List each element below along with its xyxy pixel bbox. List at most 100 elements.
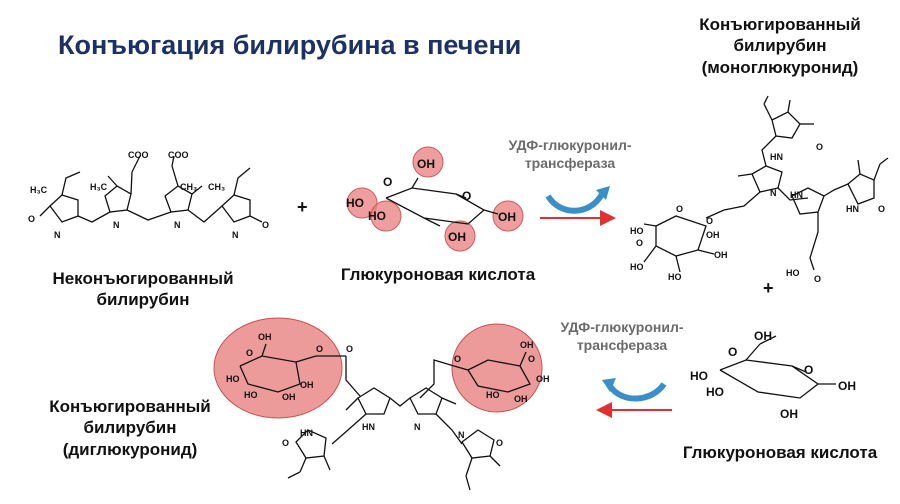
svg-text:HO: HO xyxy=(244,390,258,400)
curved-arrow-head xyxy=(602,378,616,392)
svg-text:OH: OH xyxy=(282,392,296,402)
highlight-circle xyxy=(370,200,402,232)
svg-text:O: O xyxy=(816,142,823,152)
svg-text:OH: OH xyxy=(520,340,534,350)
svg-text:HO: HO xyxy=(368,209,386,223)
plus-sign: + xyxy=(763,278,774,298)
svg-text:N: N xyxy=(113,220,120,230)
svg-text:OH: OH xyxy=(780,407,798,421)
glucuronic-acid-labels-top: OH O HO HO O OH OH xyxy=(346,157,516,244)
enzyme-label-top: УДФ-глюкуронил- трансфераза xyxy=(500,136,640,172)
svg-text:N: N xyxy=(54,230,61,240)
svg-text:CH₃: CH₃ xyxy=(180,182,197,192)
svg-text:COO: COO xyxy=(128,150,149,160)
highlight-circles-top xyxy=(346,146,524,252)
pyrrole-ring xyxy=(791,187,825,215)
svg-text:H₃C: H₃C xyxy=(30,185,48,195)
svg-text:OH: OH xyxy=(258,332,272,342)
svg-text:H₃C: H₃C xyxy=(90,182,108,192)
svg-text:O: O xyxy=(282,438,289,448)
label-diglucuronide: Конъюгированный билирубин (диглюкуронид) xyxy=(20,396,240,460)
highlight-ellipse-left xyxy=(213,317,343,419)
unconjugated-bilirubin-labels: H₃C H₃C COO COO CH₃ CH₃ O O N N N N xyxy=(28,150,269,240)
curved-arrow-bottom xyxy=(607,382,667,402)
svg-text:HO: HO xyxy=(226,374,240,384)
highlight-ellipse-right xyxy=(451,323,543,413)
svg-text:HO: HO xyxy=(690,369,708,383)
label-line: Конъюгированный xyxy=(699,15,861,34)
svg-text:N: N xyxy=(770,188,777,198)
pyrrole-ring xyxy=(357,387,391,415)
svg-text:OH: OH xyxy=(536,374,550,384)
svg-text:O: O xyxy=(636,238,643,248)
svg-text:O: O xyxy=(28,214,35,224)
svg-text:N: N xyxy=(174,220,181,230)
highlight-circle xyxy=(412,146,444,178)
diglucuronide-structure xyxy=(239,343,531,491)
svg-text:HO: HO xyxy=(706,385,724,399)
monoglucuronide-labels: HN O N HN HN O O O HO O HO HO OH OH HO O xyxy=(630,142,885,284)
curved-arrow-head xyxy=(596,186,610,200)
label-monoglucuronide: Конъюгированный билирубин (моноглюкурони… xyxy=(680,14,880,78)
label-line: Неконъюгированный xyxy=(52,269,234,288)
curved-arrow-top xyxy=(545,192,605,214)
pyrrole-ring xyxy=(49,194,79,223)
svg-text:OH: OH xyxy=(754,329,772,343)
enzyme-label-bottom: УДФ-глюкуронил- трансфераза xyxy=(552,318,692,354)
svg-text:N: N xyxy=(458,430,465,440)
svg-text:HO: HO xyxy=(486,390,500,400)
svg-text:HO: HO xyxy=(668,272,682,282)
svg-text:HO: HO xyxy=(786,268,800,278)
label-line: Конъюгированный xyxy=(49,397,211,416)
unconjugated-bilirubin-structure xyxy=(39,155,263,223)
svg-text:HN: HN xyxy=(770,152,783,162)
pyrrole-ring xyxy=(164,185,193,213)
svg-text:O: O xyxy=(262,220,269,230)
svg-text:OH: OH xyxy=(498,210,516,224)
svg-text:O: O xyxy=(346,344,353,354)
svg-text:HN: HN xyxy=(790,190,803,200)
svg-text:OH: OH xyxy=(448,230,466,244)
svg-text:O: O xyxy=(383,175,392,189)
enzyme-line: УДФ-глюкуронил- xyxy=(560,319,684,335)
pyrrole-ring xyxy=(461,429,495,459)
label-glucuronic-acid: Глюкуроновая кислота xyxy=(340,265,536,284)
svg-text:HO: HO xyxy=(630,226,644,236)
monoglucuronide-structure xyxy=(643,95,889,273)
svg-text:HO: HO xyxy=(630,262,644,272)
svg-text:O: O xyxy=(676,204,683,214)
pyrrole-ring xyxy=(409,387,443,415)
svg-text:OH: OH xyxy=(714,250,728,260)
label-line: билирубин xyxy=(733,36,827,56)
glucuronic-acid-structure-top xyxy=(385,177,499,227)
svg-text:HO: HO xyxy=(346,196,364,210)
label-line: (диглюкуронид) xyxy=(62,439,198,459)
label-line: билирубин xyxy=(83,418,177,438)
svg-text:CH₃: CH₃ xyxy=(208,182,225,192)
svg-text:O: O xyxy=(316,344,323,354)
svg-text:N: N xyxy=(232,230,239,240)
svg-text:O: O xyxy=(706,216,713,226)
svg-text:O: O xyxy=(878,204,885,214)
highlight-circle xyxy=(492,200,524,232)
svg-text:N: N xyxy=(414,422,421,432)
pyrrole-ring xyxy=(751,165,783,193)
enzyme-line: трансфераза xyxy=(576,337,668,354)
enzyme-line: УДФ-глюкуронил- xyxy=(508,137,632,153)
highlight-circle xyxy=(346,187,378,219)
svg-text:OH: OH xyxy=(838,379,856,393)
pyrrole-ring xyxy=(104,185,132,213)
svg-text:OH: OH xyxy=(417,157,435,171)
pyrrole-ring xyxy=(847,173,875,205)
svg-text:O: O xyxy=(462,189,471,203)
page-title: Конъюгация билирубина в печени xyxy=(58,30,522,60)
svg-text:COO: COO xyxy=(168,150,189,160)
pyrrole-ring xyxy=(295,429,327,459)
diglucuronide-labels: OH O HO HO OH OH O O OH O OH OH HO O HN … xyxy=(226,332,550,448)
highlight-circle xyxy=(444,220,476,252)
label-glucuronic-acid-2: Глюкуроновая кислота xyxy=(682,443,878,462)
svg-text:OH: OH xyxy=(514,394,528,404)
label-line: билирубин xyxy=(96,290,190,310)
svg-text:OH: OH xyxy=(300,380,314,390)
